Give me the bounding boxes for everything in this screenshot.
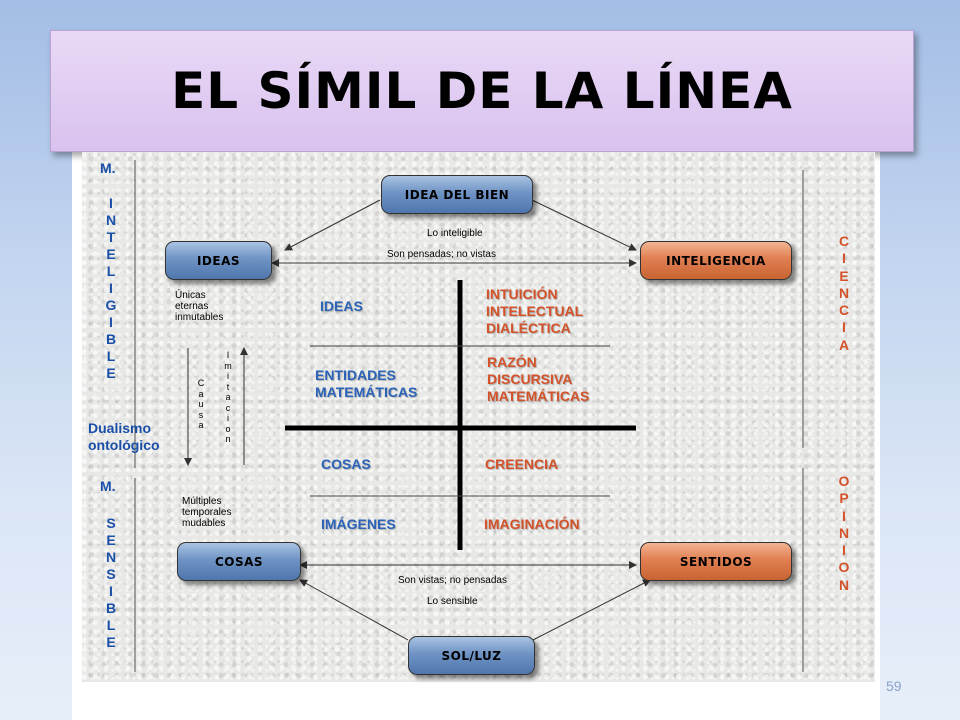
ideas-properties: Únicas eternas inmutables bbox=[175, 290, 224, 323]
box-sentidos: SENTIDOS bbox=[640, 542, 792, 581]
m-sensible-head: M. bbox=[100, 478, 116, 494]
arrow-sol-cosas bbox=[299, 579, 409, 641]
grid-cosas: COSAS bbox=[321, 456, 371, 472]
label-son-vistas: Son vistas; no pensadas bbox=[398, 575, 507, 586]
grid-ideas: IDEAS bbox=[320, 298, 363, 314]
arrow-bien-ideas bbox=[284, 199, 381, 251]
grid-imaginacion: IMAGINACIÓN bbox=[484, 516, 580, 532]
slide-number: 59 bbox=[886, 678, 902, 694]
box-ideas: IDEAS bbox=[165, 241, 272, 280]
label-son-pensadas: Son pensadas; no vistas bbox=[387, 249, 496, 260]
grid-creencia: CREENCIA bbox=[485, 456, 559, 472]
cosas-properties: Múltiples temporales mudables bbox=[182, 496, 232, 529]
box-cosas: COSAS bbox=[177, 542, 301, 581]
m-inteligible-head: M. bbox=[100, 160, 116, 176]
grid-entidades: ENTIDADES MATEMÁTICAS bbox=[315, 367, 418, 400]
box-inteligencia: INTELIGENCIA bbox=[640, 241, 792, 280]
label-lo-inteligible: Lo inteligible bbox=[427, 228, 483, 239]
grid-intuicion: INTUICIÓN INTELECTUAL DIALÉCTICA bbox=[486, 286, 584, 336]
arrow-sol-sentidos bbox=[532, 579, 651, 641]
grid-razon: RAZÓN DISCURSIVA MATEMÁTICAS bbox=[487, 354, 590, 404]
arrow-bien-inteligencia bbox=[531, 199, 637, 251]
label-lo-sensible: Lo sensible bbox=[427, 596, 478, 607]
grid-imagenes: IMÁGENES bbox=[321, 516, 396, 532]
box-sol-luz: SOL/LUZ bbox=[408, 636, 535, 675]
box-idea-del-bien: IDEA DEL BIEN bbox=[381, 175, 533, 214]
slide-title: EL SÍMIL DE LA LÍNEA bbox=[171, 62, 793, 120]
title-box: EL SÍMIL DE LA LÍNEA bbox=[50, 30, 914, 152]
dualismo-ontologico: Dualismo ontológico bbox=[88, 420, 160, 453]
diagram bbox=[82, 152, 875, 682]
